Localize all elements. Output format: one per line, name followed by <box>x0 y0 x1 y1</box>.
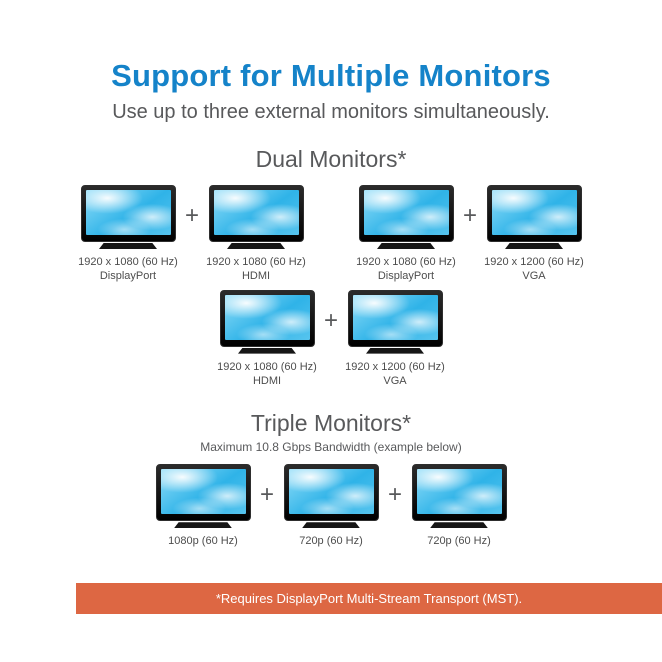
triple-subheading: Maximum 10.8 Gbps Bandwidth (example bel… <box>200 440 462 455</box>
monitor-bezel <box>411 464 507 522</box>
monitor: 720p (60 Hz) <box>276 464 386 548</box>
monitor-icon <box>219 289 315 354</box>
footer-banner: *Requires DisplayPort Multi-Stream Trans… <box>76 583 662 614</box>
monitor-resolution: 720p (60 Hz) <box>427 535 491 548</box>
monitor: 720p (60 Hz) <box>404 464 514 548</box>
monitor-bezel <box>486 185 582 242</box>
monitor-icon <box>486 185 582 249</box>
monitor-icon <box>358 185 454 249</box>
monitor-screen <box>363 190 449 235</box>
monitor-stand <box>227 243 285 249</box>
monitor-caption: 1920 x 1080 (60 Hz) HDMI <box>217 360 317 389</box>
monitor-stand <box>366 347 424 354</box>
monitor-bezel <box>283 464 379 522</box>
monitor-resolution: 1920 x 1080 (60 Hz) <box>356 256 456 268</box>
monitor-screen <box>85 190 171 235</box>
dual-row-1: 1920 x 1080 (60 Hz) DisplayPort + 1920 x… <box>0 185 662 284</box>
monitor-caption: 720p (60 Hz) <box>427 534 491 548</box>
monitor-screen <box>160 469 246 515</box>
plus-icon: + <box>184 202 199 229</box>
monitor-screen <box>213 190 299 235</box>
monitor-port: HDMI <box>241 270 271 283</box>
monitor-caption: 720p (60 Hz) <box>299 534 363 548</box>
monitor-port: VGA <box>522 270 546 283</box>
plus-icon: + <box>323 306 338 334</box>
monitor-screen <box>416 469 502 515</box>
monitor-icon <box>155 464 251 529</box>
monitor-bezel <box>155 464 251 522</box>
monitor-bezel <box>208 185 304 242</box>
monitor-resolution: 720p (60 Hz) <box>299 535 363 548</box>
monitor-port: DisplayPort <box>377 270 435 283</box>
monitor-resolution: 1920 x 1080 (60 Hz) <box>78 256 178 268</box>
monitor-icon <box>283 464 379 529</box>
monitor-caption: 1920 x 1080 (60 Hz) DisplayPort <box>78 255 178 284</box>
monitor-icon <box>208 185 304 249</box>
page-title: Support for Multiple Monitors <box>111 58 551 93</box>
monitor-screen <box>491 190 577 235</box>
monitor: 1920 x 1080 (60 Hz) DisplayPort <box>351 185 461 284</box>
monitor-caption: 1920 x 1080 (60 Hz) DisplayPort <box>356 255 456 284</box>
triple-monitors-heading: Triple Monitors* <box>250 410 412 437</box>
plus-icon: + <box>462 202 477 229</box>
triple-group: 1080p (60 Hz) + 720p (60 Hz) + <box>148 464 514 548</box>
monitor-screen <box>288 469 374 515</box>
monitor: 1080p (60 Hz) <box>148 464 258 548</box>
monitor-port: HDMI <box>252 374 282 387</box>
monitor-bezel <box>80 185 176 242</box>
monitor-screen <box>352 294 438 340</box>
monitor-stand <box>174 522 232 529</box>
dual-pair-2: 1920 x 1080 (60 Hz) DisplayPort + 1920 x… <box>351 185 589 284</box>
monitor-bezel <box>347 289 443 347</box>
monitor: 1920 x 1200 (60 Hz) VGA <box>479 185 589 284</box>
dual-pair-3: 1920 x 1080 (60 Hz) HDMI + 1920 x 1200 (… <box>212 289 450 389</box>
monitor-port: VGA <box>383 374 407 387</box>
monitor: 1920 x 1080 (60 Hz) HDMI <box>201 185 311 284</box>
triple-row: 1080p (60 Hz) + 720p (60 Hz) + <box>0 464 662 548</box>
dual-row-2: 1920 x 1080 (60 Hz) HDMI + 1920 x 1200 (… <box>0 289 662 389</box>
monitor-resolution: 1920 x 1200 (60 Hz) <box>484 256 584 268</box>
footer-note: *Requires DisplayPort Multi-Stream Trans… <box>215 591 523 606</box>
monitor-caption: 1920 x 1200 (60 Hz) VGA <box>345 360 445 389</box>
monitor-icon <box>411 464 507 529</box>
monitor-resolution: 1080p (60 Hz) <box>168 535 238 548</box>
monitor-resolution: 1920 x 1080 (60 Hz) <box>217 360 317 373</box>
monitor-stand <box>99 243 157 249</box>
monitor-icon <box>80 185 176 249</box>
monitor-port: DisplayPort <box>99 270 157 283</box>
monitor: 1920 x 1080 (60 Hz) DisplayPort <box>73 185 183 284</box>
monitor-bezel <box>219 289 315 347</box>
monitor-caption: 1080p (60 Hz) <box>168 534 238 548</box>
monitor-resolution: 1920 x 1200 (60 Hz) <box>345 360 445 373</box>
monitor-screen <box>224 294 310 340</box>
dual-monitors-heading: Dual Monitors* <box>255 146 407 172</box>
monitor-stand <box>505 243 563 249</box>
dual-pair-1: 1920 x 1080 (60 Hz) DisplayPort + 1920 x… <box>73 185 311 284</box>
monitor-stand <box>302 522 360 529</box>
monitor-bezel <box>358 185 454 242</box>
monitor: 1920 x 1200 (60 Hz) VGA <box>340 289 450 389</box>
monitor-stand <box>430 522 488 529</box>
monitor-caption: 1920 x 1080 (60 Hz) HDMI <box>206 255 306 284</box>
page-subtitle: Use up to three external monitors simult… <box>112 101 550 123</box>
monitor-caption: 1920 x 1200 (60 Hz) VGA <box>484 255 584 284</box>
plus-icon: + <box>387 481 402 509</box>
monitor: 1920 x 1080 (60 Hz) HDMI <box>212 289 322 389</box>
plus-icon: + <box>259 481 274 509</box>
monitor-resolution: 1920 x 1080 (60 Hz) <box>206 256 306 268</box>
monitor-icon <box>347 289 443 354</box>
monitor-stand <box>377 243 435 249</box>
monitor-stand <box>238 347 296 354</box>
